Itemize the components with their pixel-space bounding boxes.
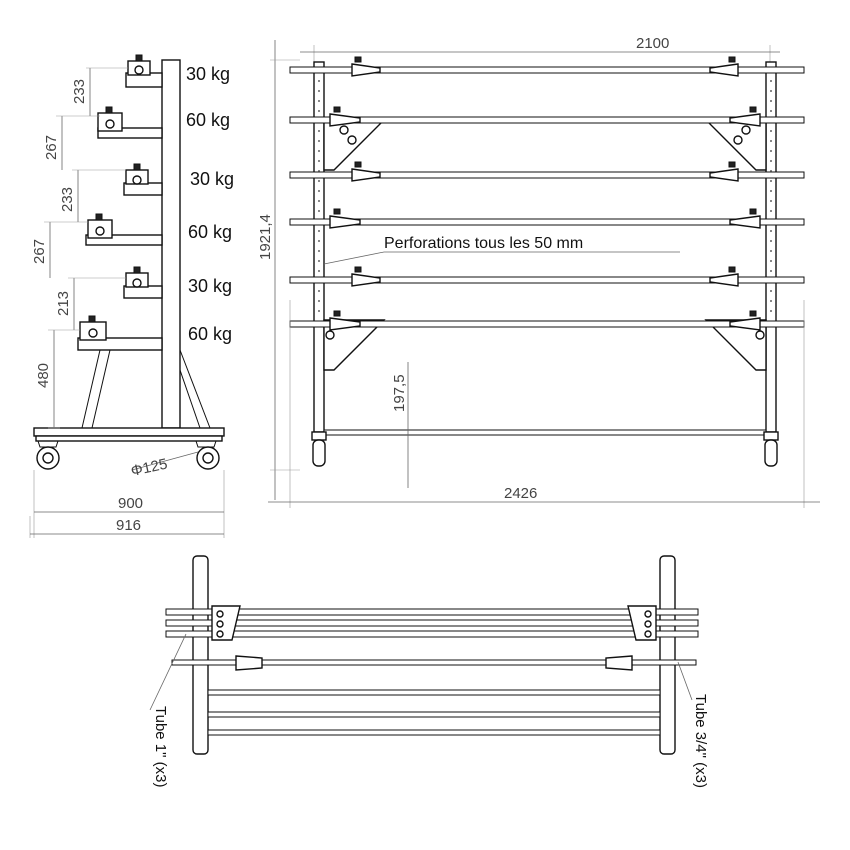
top-clamps bbox=[211, 605, 657, 671]
side-arm-1 bbox=[125, 54, 163, 88]
dim-480: 480 bbox=[35, 363, 52, 388]
front-caster-left bbox=[311, 431, 327, 467]
load-label-5: 30 kg bbox=[188, 276, 232, 296]
dim-233-b: 233 bbox=[59, 187, 76, 212]
front-tube-1 bbox=[289, 66, 805, 74]
front-view: 2100 1921,4 bbox=[257, 35, 820, 508]
side-base-plate bbox=[35, 435, 223, 442]
side-wheel-left bbox=[36, 440, 60, 470]
dim-267-b: 267 bbox=[31, 239, 48, 264]
wheel-dim-leader bbox=[131, 451, 199, 471]
top-tube-7 bbox=[207, 729, 661, 736]
gusset-bottom-right bbox=[704, 319, 767, 371]
gusset-hole bbox=[741, 125, 751, 135]
dim-2100-label: 2100 bbox=[636, 35, 669, 52]
dim-213: 213 bbox=[55, 291, 72, 316]
top-view: Tube 1" (x3) Tube 3/4" (x3) bbox=[149, 555, 709, 788]
side-leg-left bbox=[81, 349, 111, 429]
side-vertical-dims bbox=[44, 67, 128, 429]
side-wheel-right bbox=[195, 440, 220, 470]
dim-2426-label: 2426 bbox=[504, 485, 537, 502]
front-perforations bbox=[318, 80, 772, 320]
top-tube-4 bbox=[171, 659, 697, 666]
front-tube-6 bbox=[289, 320, 805, 328]
tube-left-leader bbox=[149, 633, 187, 711]
side-arm-6 bbox=[77, 315, 163, 351]
width-900-label: 900 bbox=[118, 495, 143, 512]
side-arm-2 bbox=[97, 106, 163, 139]
side-arm-4 bbox=[85, 213, 163, 246]
gusset-hole bbox=[325, 330, 335, 340]
side-view: 30 kg 60 kg 30 kg 60 kg 30 kg 60 kg 233 … bbox=[29, 54, 234, 538]
side-base bbox=[33, 427, 225, 437]
dim-197-label: 197,5 bbox=[391, 374, 408, 412]
top-tube-3 bbox=[165, 630, 699, 638]
front-tube-2 bbox=[289, 116, 805, 124]
gusset-top-right bbox=[704, 119, 767, 171]
top-end-right bbox=[659, 555, 676, 755]
load-label-6: 60 kg bbox=[188, 324, 232, 344]
tube-left-label: Tube 1" (x3) bbox=[152, 706, 169, 787]
dim-height-ext bbox=[270, 59, 300, 471]
gusset-bottom-left bbox=[323, 319, 386, 371]
front-clamps bbox=[329, 56, 761, 331]
load-label-2: 60 kg bbox=[186, 110, 230, 130]
gusset-hole bbox=[339, 125, 349, 135]
load-label-1: 30 kg bbox=[186, 64, 230, 84]
dim-2426-ext bbox=[289, 300, 805, 508]
dim-267-a: 267 bbox=[43, 135, 60, 160]
dim-233-a: 233 bbox=[71, 79, 88, 104]
front-tube-5 bbox=[289, 276, 805, 284]
front-tube-4 bbox=[289, 218, 805, 226]
dim-2100-ext bbox=[313, 45, 771, 70]
load-label-3: 30 kg bbox=[190, 169, 234, 189]
top-tube-2 bbox=[165, 619, 699, 627]
front-bottom-bar bbox=[323, 429, 767, 436]
perforation-leader bbox=[323, 251, 680, 265]
side-horizontal-dims bbox=[29, 470, 225, 538]
top-tube-1 bbox=[165, 608, 699, 616]
gusset-hole bbox=[347, 135, 357, 145]
side-leg-right bbox=[179, 349, 211, 429]
gusset-hole bbox=[755, 330, 765, 340]
side-arm-5 bbox=[123, 266, 163, 299]
front-caster-right bbox=[763, 431, 779, 467]
front-tube-3 bbox=[289, 171, 805, 179]
perforation-note: Perforations tous les 50 mm bbox=[384, 235, 583, 252]
top-end-left bbox=[192, 555, 209, 755]
side-upright bbox=[161, 59, 181, 429]
top-tube-6 bbox=[207, 711, 661, 718]
width-916-label: 916 bbox=[116, 517, 141, 534]
tube-right-leader bbox=[677, 661, 693, 701]
tube-right-label: Tube 3/4" (x3) bbox=[692, 694, 709, 788]
gusset-hole bbox=[733, 135, 743, 145]
top-tube-5 bbox=[207, 689, 661, 696]
side-arm-3 bbox=[123, 163, 163, 196]
gusset-top-left bbox=[323, 119, 386, 171]
load-label-4: 60 kg bbox=[188, 222, 232, 242]
dim-height-label: 1921,4 bbox=[257, 214, 274, 260]
wheel-diameter-label: Φ125 bbox=[129, 456, 169, 480]
